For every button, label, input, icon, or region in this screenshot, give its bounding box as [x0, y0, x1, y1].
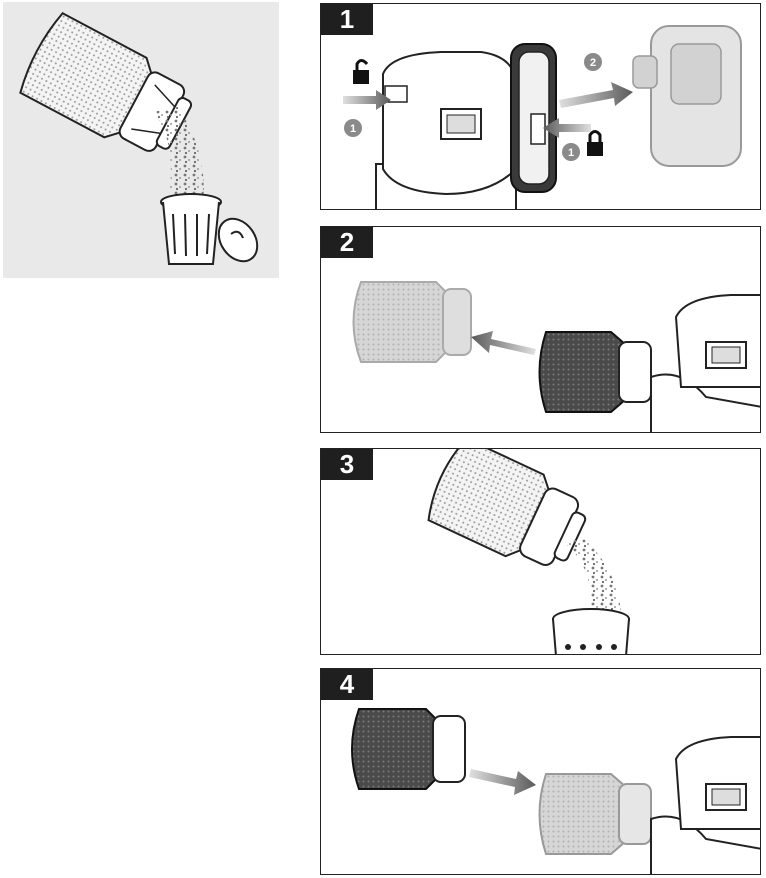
intro-illustration-panel	[3, 2, 279, 278]
step-number-badge: 2	[321, 227, 373, 258]
step-number-badge: 4	[321, 669, 373, 700]
trash-can-illustration	[552, 608, 630, 654]
step-2-panel: 2	[320, 226, 761, 433]
sander-body-illustration	[375, 51, 517, 209]
callout-marker-1-right: 1	[562, 143, 580, 161]
trash-can-illustration	[160, 193, 259, 265]
dust-filter-illustration	[19, 11, 193, 152]
release-arrow-left	[343, 90, 391, 110]
sander-body-illustration	[674, 736, 760, 830]
callout-marker-1: 1	[344, 119, 362, 137]
filter-held-illustration	[351, 708, 466, 790]
remove-arrow	[471, 331, 536, 355]
step-number-badge: 3	[321, 449, 373, 480]
lock-icon	[587, 130, 603, 156]
svg-text:1: 1	[568, 147, 574, 159]
filter-ghost-illustration	[352, 281, 472, 363]
install-arrow	[469, 769, 536, 795]
svg-text:2: 2	[590, 57, 596, 69]
dust-filter-illustration	[427, 449, 587, 566]
release-arrow-right	[543, 118, 591, 138]
step-1-panel: 1 2 1 1	[320, 3, 761, 210]
filter-ghost-illustration	[538, 773, 760, 874]
svg-text:1: 1	[350, 123, 356, 135]
battery-pack-illustration	[510, 43, 557, 193]
callout-marker-2: 2	[584, 53, 602, 71]
filter-attached-illustration	[538, 331, 760, 432]
sander-body-illustration	[674, 294, 760, 388]
step-number-badge: 1	[321, 4, 373, 35]
step-3-panel: 3	[320, 448, 761, 655]
falling-dust-illustration	[566, 537, 621, 619]
slide-out-arrow	[559, 82, 633, 108]
removed-battery-illustration	[632, 25, 742, 167]
unlock-icon	[353, 59, 369, 84]
falling-dust-illustration	[153, 107, 204, 202]
step-4-panel: 4	[320, 668, 761, 875]
